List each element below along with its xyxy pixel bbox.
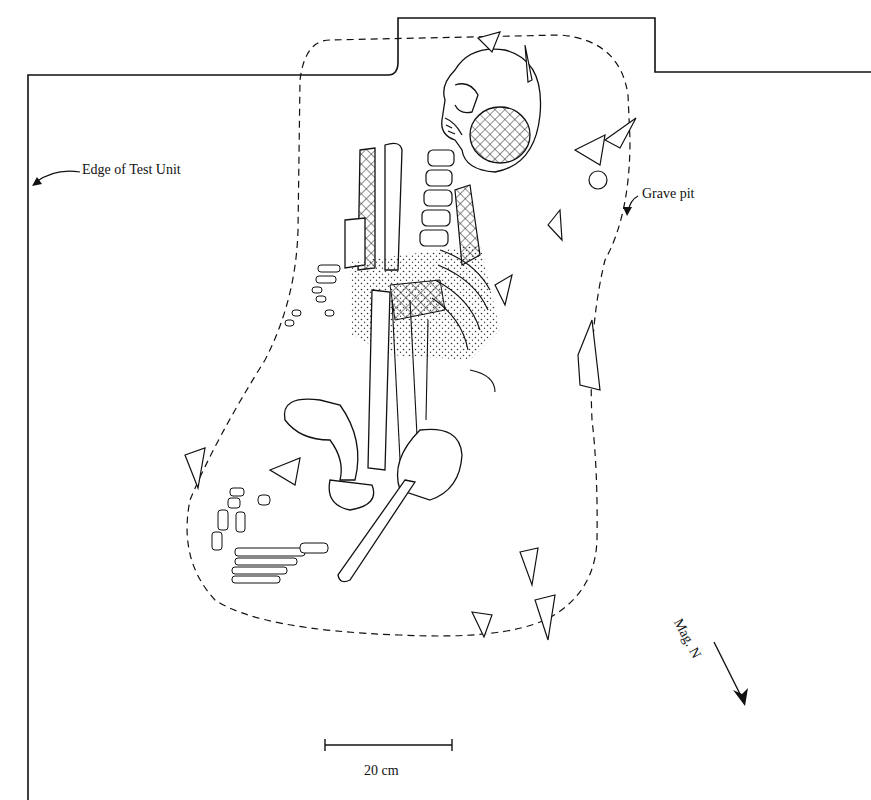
femur xyxy=(338,480,415,582)
scale-bar xyxy=(325,739,452,751)
north-label: Mag. N xyxy=(670,616,704,661)
hand-bones xyxy=(285,265,340,326)
hatched-bone xyxy=(390,280,445,320)
long-bone xyxy=(368,290,390,470)
leader-arrowhead xyxy=(623,207,632,216)
ribs xyxy=(392,250,495,460)
vertebrae xyxy=(420,150,454,246)
test-unit-edge xyxy=(28,18,871,800)
hand-bones xyxy=(212,488,328,583)
north-arrow xyxy=(714,642,742,698)
grave-pit-outline xyxy=(187,35,630,636)
leader-line xyxy=(36,171,80,182)
shell xyxy=(185,32,636,640)
leader-arrowhead xyxy=(32,177,42,186)
region-label: Edge of Test Unit xyxy=(82,162,181,177)
skull xyxy=(442,49,541,172)
region-label: Grave pit xyxy=(642,186,694,201)
arm-bones xyxy=(345,143,402,270)
scale-label: 20 cm xyxy=(364,763,399,778)
north-arrowhead xyxy=(733,688,748,706)
